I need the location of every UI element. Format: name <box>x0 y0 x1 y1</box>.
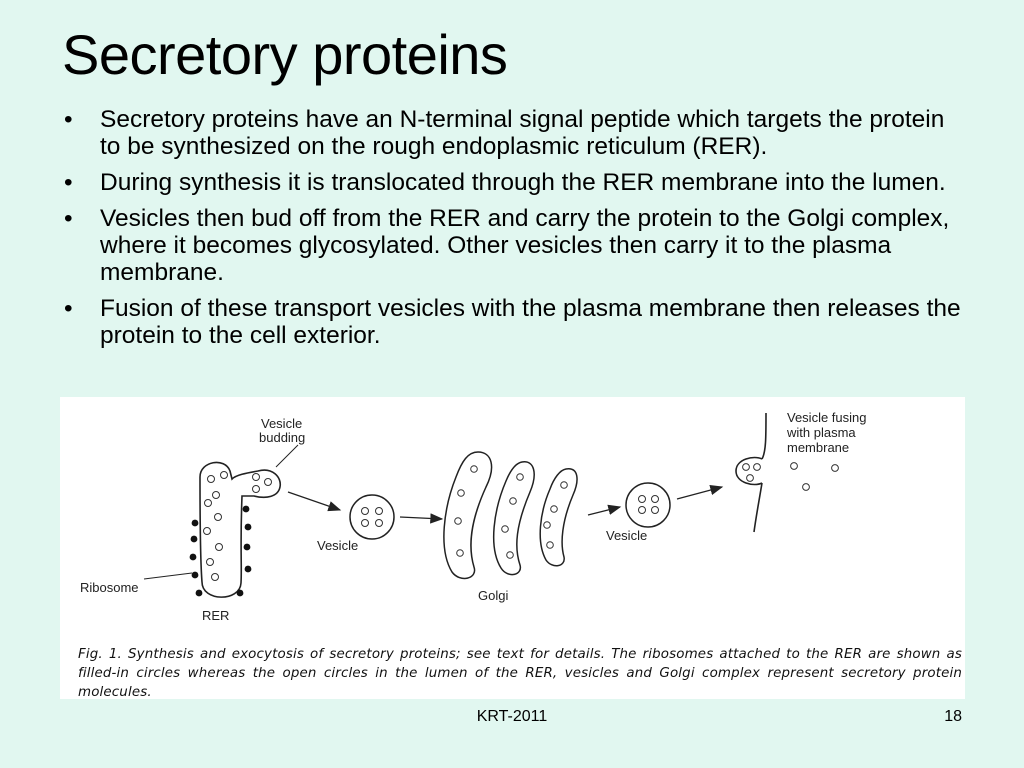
rer-membrane <box>199 461 282 598</box>
slide-title: Secretory proteins <box>62 23 508 86</box>
bullet-symbol: • <box>64 295 73 322</box>
label-fusing-2: with plasma <box>786 425 856 440</box>
figure-caption: Fig. 1. Synthesis and exocytosis of secr… <box>78 647 962 700</box>
transport-vesicle-2 <box>625 482 671 528</box>
bullet-text: During synthesis it is translocated thro… <box>100 169 946 196</box>
pathway-diagram: Vesicle budding Ribosome RER Vesicle <box>80 410 867 623</box>
secretory-pathway-figure: Vesicle budding Ribosome RER Vesicle <box>60 397 965 700</box>
bullet-item: • During synthesis it is translocated thr… <box>62 169 962 196</box>
bullet-symbol: • <box>64 169 73 196</box>
bullet-text: Vesicles then bud off from the RER and c… <box>100 205 950 286</box>
plasma-membrane <box>735 412 767 533</box>
label-rer: RER <box>202 608 229 623</box>
bullet-item: • Vesicles then bud off from the RER and … <box>62 205 962 286</box>
bullet-list: • Secretory proteins have an N-terminal s… <box>62 106 962 358</box>
golgi-complex <box>443 451 578 580</box>
bullet-text: Fusion of these transport vesicles with … <box>100 295 961 349</box>
label-vesicle-budding-1: Vesicle <box>261 416 302 431</box>
bullet-item: • Secretory proteins have an N-terminal s… <box>62 106 962 160</box>
label-ribosome: Ribosome <box>80 580 139 595</box>
bullet-text: Secretory proteins have an N-terminal si… <box>100 106 945 160</box>
rer-protein-molecules <box>203 471 272 581</box>
bullet-symbol: • <box>64 205 73 232</box>
footer-text: KRT-2011 <box>476 708 548 725</box>
label-vesicle-2: Vesicle <box>606 528 647 543</box>
ribosomes <box>189 505 252 597</box>
label-vesicle-budding-2: budding <box>259 430 305 445</box>
label-golgi: Golgi <box>478 588 508 603</box>
released-proteins <box>790 462 839 491</box>
label-fusing-3: membrane <box>787 440 849 455</box>
label-fusing-1: Vesicle fusing <box>787 410 867 425</box>
label-vesicle-1: Vesicle <box>317 538 358 553</box>
page-number: 18 <box>944 708 962 725</box>
bullet-item: • Fusion of these transport vesicles with… <box>62 295 962 349</box>
transport-vesicle-1 <box>349 494 395 540</box>
bullet-symbol: • <box>64 106 73 133</box>
